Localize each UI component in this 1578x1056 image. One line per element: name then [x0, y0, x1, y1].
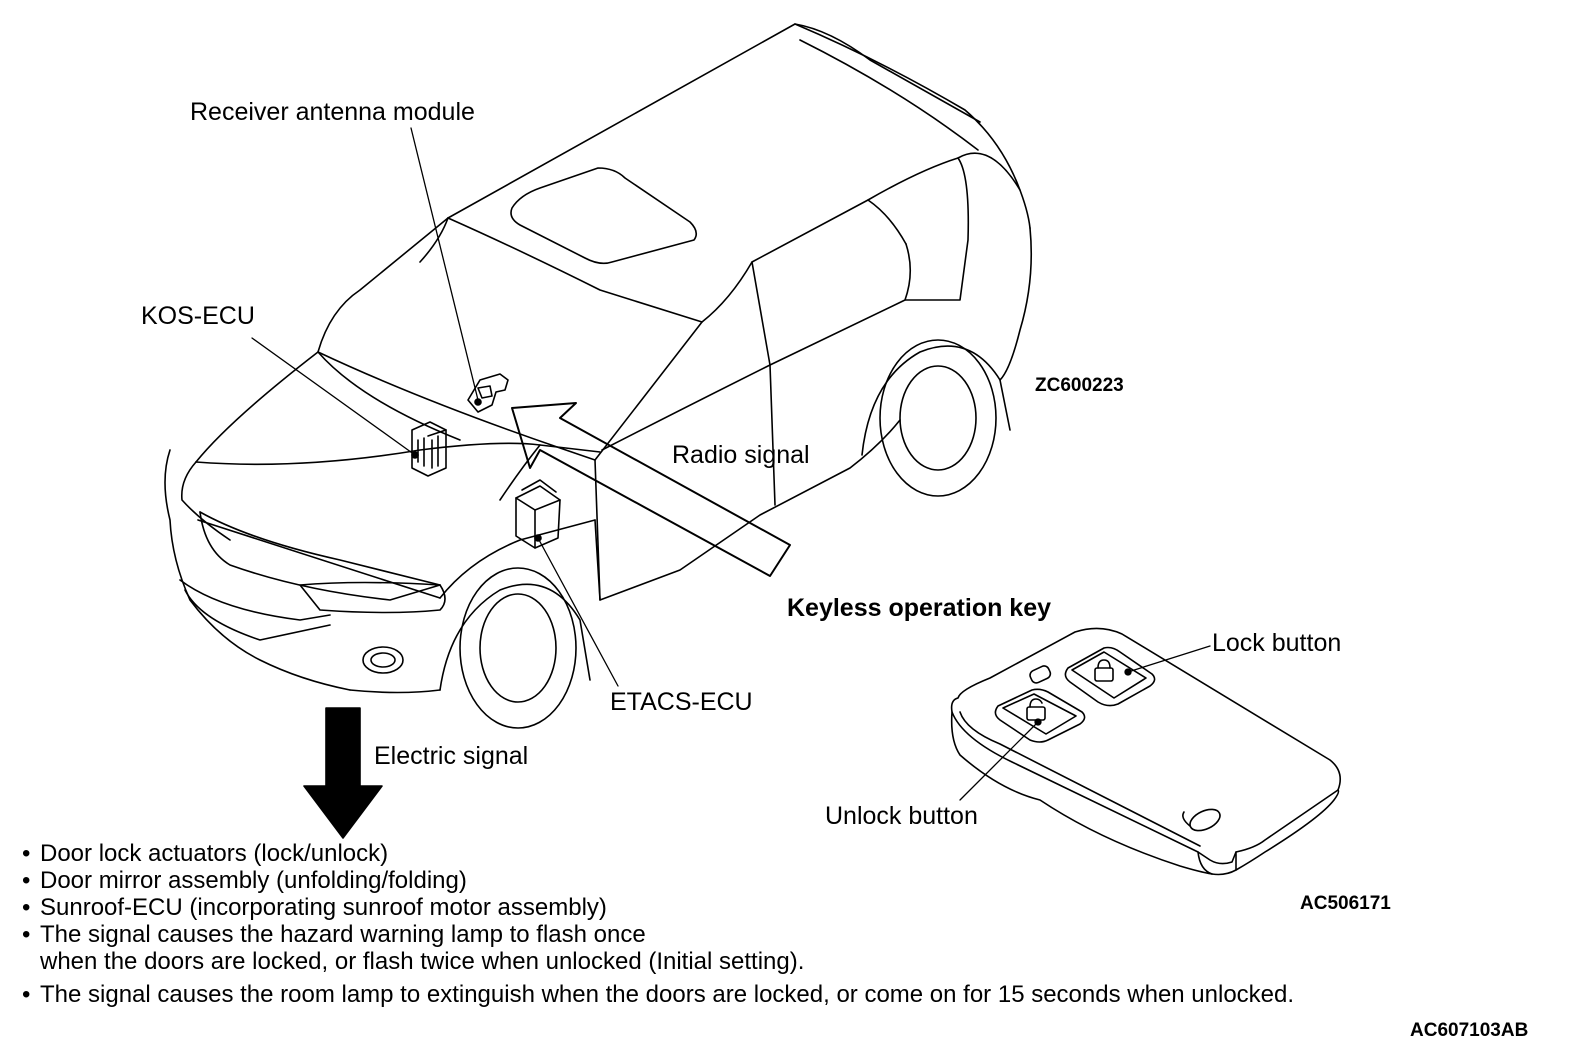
keyless-key-drawing	[950, 627, 1341, 876]
list-item: • The signal causes the hazard warning l…	[22, 921, 1294, 975]
keyless-operation-key-label: Keyless operation key	[787, 594, 1052, 622]
list-item-text: Sunroof-ECU (incorporating sunroof motor…	[40, 894, 607, 921]
vehicle-drawing	[164, 23, 1033, 729]
radio-signal-label: Radio signal	[672, 441, 810, 469]
bullet-icon: •	[22, 867, 31, 894]
bullet-icon: •	[22, 840, 31, 867]
key-figure-code: AC506171	[1300, 893, 1391, 914]
bullet-icon: •	[22, 921, 31, 948]
signal-effects-list: • Door lock actuators (lock/unlock) • Do…	[22, 840, 1294, 1008]
receiver-antenna-module-label: Receiver antenna module	[190, 98, 475, 126]
list-item-text: Door mirror assembly (unfolding/folding)	[40, 867, 467, 894]
radio-signal-arrow	[511, 402, 791, 577]
list-item: • Sunroof-ECU (incorporating sunroof mot…	[22, 894, 1294, 921]
etacs-ecu-label: ETACS-ECU	[610, 688, 753, 716]
electric-signal-arrow	[303, 707, 383, 839]
key-leader-lines	[959, 645, 1211, 801]
unlock-button-label: Unlock button	[825, 802, 978, 830]
vehicle-figure-code: ZC600223	[1035, 375, 1124, 396]
electric-signal-label: Electric signal	[374, 742, 529, 770]
list-item-text: The signal causes the hazard warning lam…	[40, 921, 646, 948]
bullet-icon: •	[22, 981, 31, 1008]
list-item-text-continued: when the doors are locked, or flash twic…	[40, 948, 805, 975]
list-item: • Door lock actuators (lock/unlock)	[22, 840, 1294, 867]
list-item: • The signal causes the room lamp to ext…	[22, 981, 1294, 1008]
figure-code: AC607103AB	[1410, 1020, 1529, 1041]
list-item-text: Door lock actuators (lock/unlock)	[40, 840, 389, 867]
leader-lines	[251, 127, 619, 687]
list-item: • Door mirror assembly (unfolding/foldin…	[22, 867, 1294, 894]
receiver-antenna-module-part	[467, 373, 509, 413]
bullet-icon: •	[22, 894, 31, 921]
etacs-ecu-part	[515, 479, 561, 549]
kos-ecu-label: KOS-ECU	[141, 302, 255, 330]
list-item-text: The signal causes the room lamp to extin…	[40, 981, 1295, 1008]
lock-button-label: Lock button	[1212, 629, 1342, 657]
